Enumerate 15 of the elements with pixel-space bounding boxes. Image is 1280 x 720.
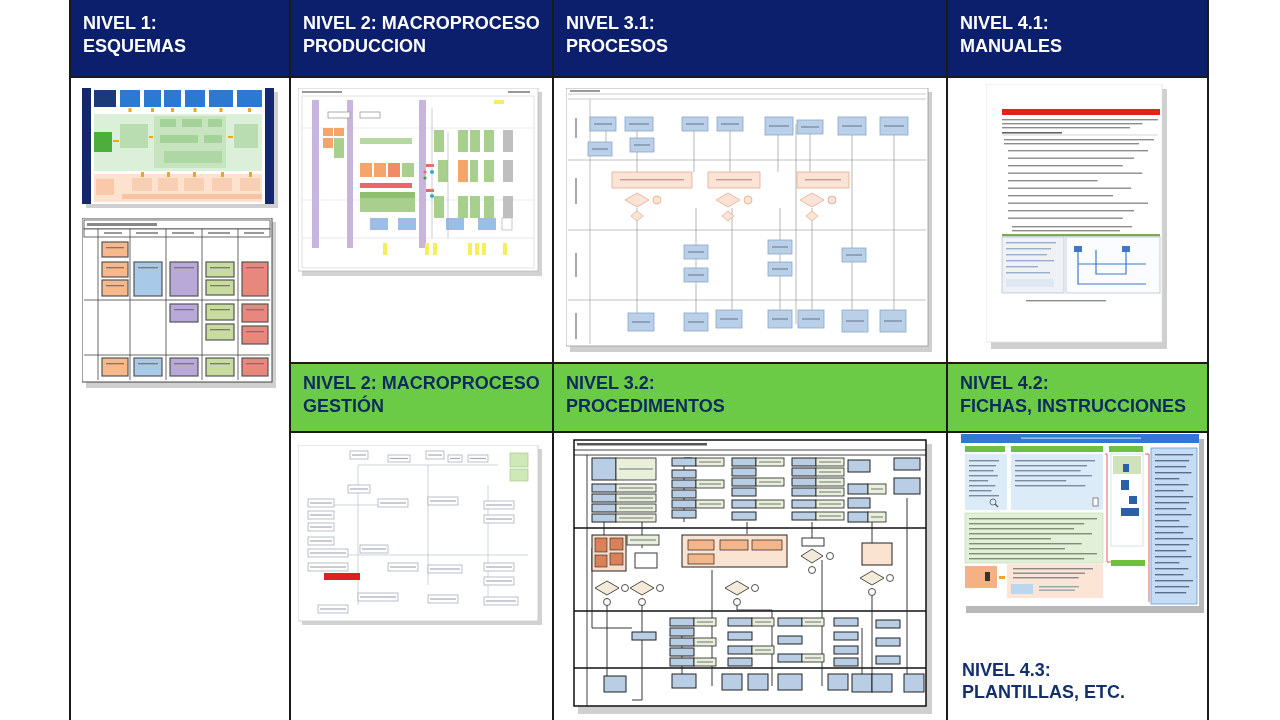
heading-text: NIVEL 4.1: MANUALES: [960, 12, 1062, 58]
header-band: [291, 0, 552, 76]
heading-text: NIVEL 4.3: PLANTILLAS, ETC.: [962, 659, 1125, 703]
subheader-band: [291, 364, 552, 431]
heading-text: NIVEL 3.1: PROCESOS: [566, 12, 669, 58]
subheader-band: [948, 364, 1207, 431]
header-band: [554, 0, 946, 76]
header-band: [948, 0, 1207, 76]
subheader-band: [554, 364, 946, 431]
heading-text: NIVEL 3.2: PROCEDIMENTOS: [566, 372, 725, 418]
header-band: [71, 0, 289, 76]
heading-text: NIVEL 2: MACROPROCESO GESTIÓN: [303, 372, 540, 418]
heading-text: NIVEL 4.2: FICHAS, INSTRUCCIONES: [960, 372, 1186, 418]
heading-text: NIVEL 2: MACROPROCESO PRODUCCION: [303, 12, 540, 58]
heading-text: NIVEL 1: ESQUEMAS: [83, 12, 187, 58]
